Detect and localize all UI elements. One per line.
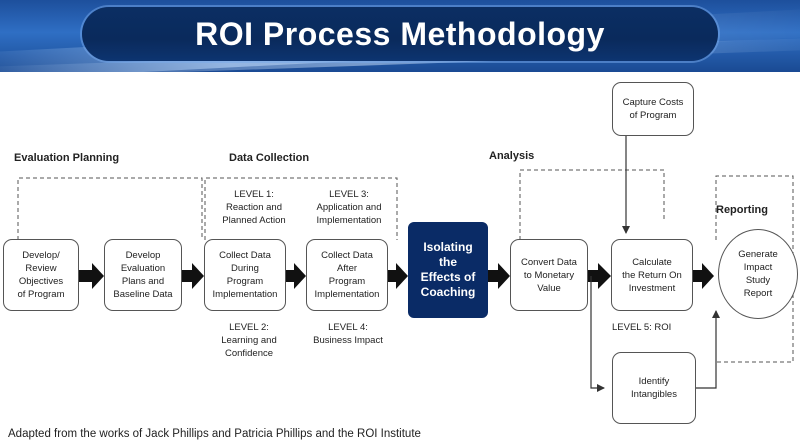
section-analysis: Analysis <box>489 150 535 162</box>
flow-arrow <box>78 263 104 289</box>
isolating-effects-box: Isolating the Effects of Coaching <box>408 222 488 318</box>
level-2-label: LEVEL 2: Learning and Confidence <box>221 322 277 359</box>
intangibles-to-report <box>696 310 720 389</box>
roi-process-diagram: Evaluation Planning Data Collection Anal… <box>0 72 800 448</box>
flow-arrow <box>182 263 204 289</box>
capture-costs-box: Capture Costs of Program <box>612 82 694 136</box>
data-collection-bracket <box>204 177 398 240</box>
flow-arrow <box>692 263 714 289</box>
evaluation-planning-bracket <box>17 177 203 240</box>
level-3-label: LEVEL 3: Application and Implementation <box>316 189 382 226</box>
section-reporting: Reporting <box>716 204 768 216</box>
collect-data-during-box: Collect Data During Program Implementati… <box>204 239 286 311</box>
section-data-collection: Data Collection <box>229 152 310 164</box>
collect-data-after-box: Collect Data After Program Implementatio… <box>306 239 388 311</box>
title-pill: ROI Process Methodology <box>82 7 718 61</box>
connector-lines <box>17 136 794 392</box>
level-4-label: LEVEL 4: Business Impact <box>313 322 383 346</box>
flow-arrow <box>587 263 611 289</box>
flow-arrow <box>387 263 408 289</box>
intangibles-branch <box>590 276 605 392</box>
develop-evaluation-plans-box: Develop Evaluation Plans and Baseline Da… <box>104 239 182 311</box>
convert-data-box: Convert Data to Monetary Value <box>510 239 588 311</box>
level-1-label: LEVEL 1: Reaction and Planned Action <box>222 189 286 226</box>
flow-arrow <box>488 263 510 289</box>
analysis-bracket <box>519 169 665 240</box>
credit-line: Adapted from the works of Jack Phillips … <box>8 428 421 440</box>
flow-arrow <box>285 263 306 289</box>
title-banner: ROI Process Methodology <box>0 0 800 72</box>
develop-review-objectives-box: Develop/ Review Objectives of Program <box>3 239 79 311</box>
identify-intangibles-box: Identify Intangibles <box>612 352 696 424</box>
section-evaluation-planning: Evaluation Planning <box>14 152 120 164</box>
level-5-label: LEVEL 5: ROI <box>612 322 672 333</box>
generate-report-circle: Generate Impact Study Report <box>718 229 798 319</box>
page-title: ROI Process Methodology <box>195 15 605 52</box>
calculate-roi-box: Calculate the Return On Investment <box>611 239 693 311</box>
